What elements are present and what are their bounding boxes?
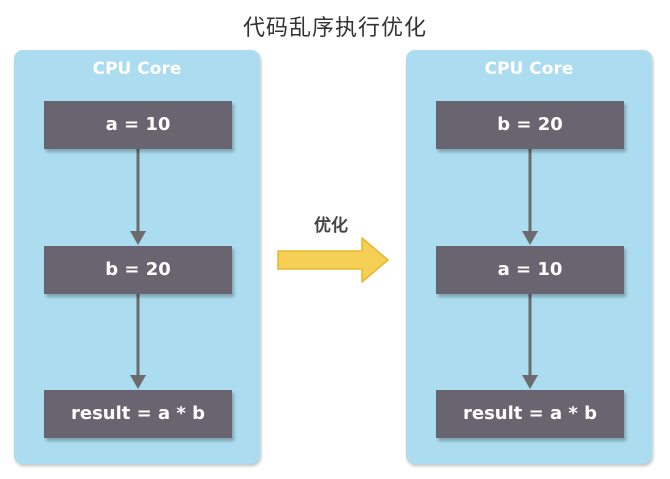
step-connectors (130, 149, 146, 389)
diagram-title: 代码乱序执行优化 (242, 16, 427, 41)
instruction-step-2: a = 10 (436, 246, 624, 294)
cpu-core-reordered: CPU Core b = 20 a = 10 result = a * b (406, 50, 652, 464)
instruction-step-1: b = 20 (436, 101, 624, 149)
instruction-step-3: result = a * b (44, 390, 232, 438)
connector-2 (130, 294, 146, 389)
optimize-label: 优化 (314, 216, 348, 236)
instruction-step-3: result = a * b (436, 390, 624, 438)
connector-1 (522, 149, 538, 245)
step-connectors (522, 149, 538, 389)
cpu-core-title: CPU Core (92, 59, 182, 79)
connector-1 (130, 149, 146, 245)
instruction-step-2: b = 20 (44, 246, 232, 294)
instruction-step-1: a = 10 (44, 101, 232, 149)
connector-2 (522, 294, 538, 389)
right-arrow-icon (277, 237, 389, 283)
cpu-core-original: CPU Core a = 10 b = 20 result = a * b (14, 50, 260, 464)
cpu-core-title: CPU Core (484, 59, 574, 79)
